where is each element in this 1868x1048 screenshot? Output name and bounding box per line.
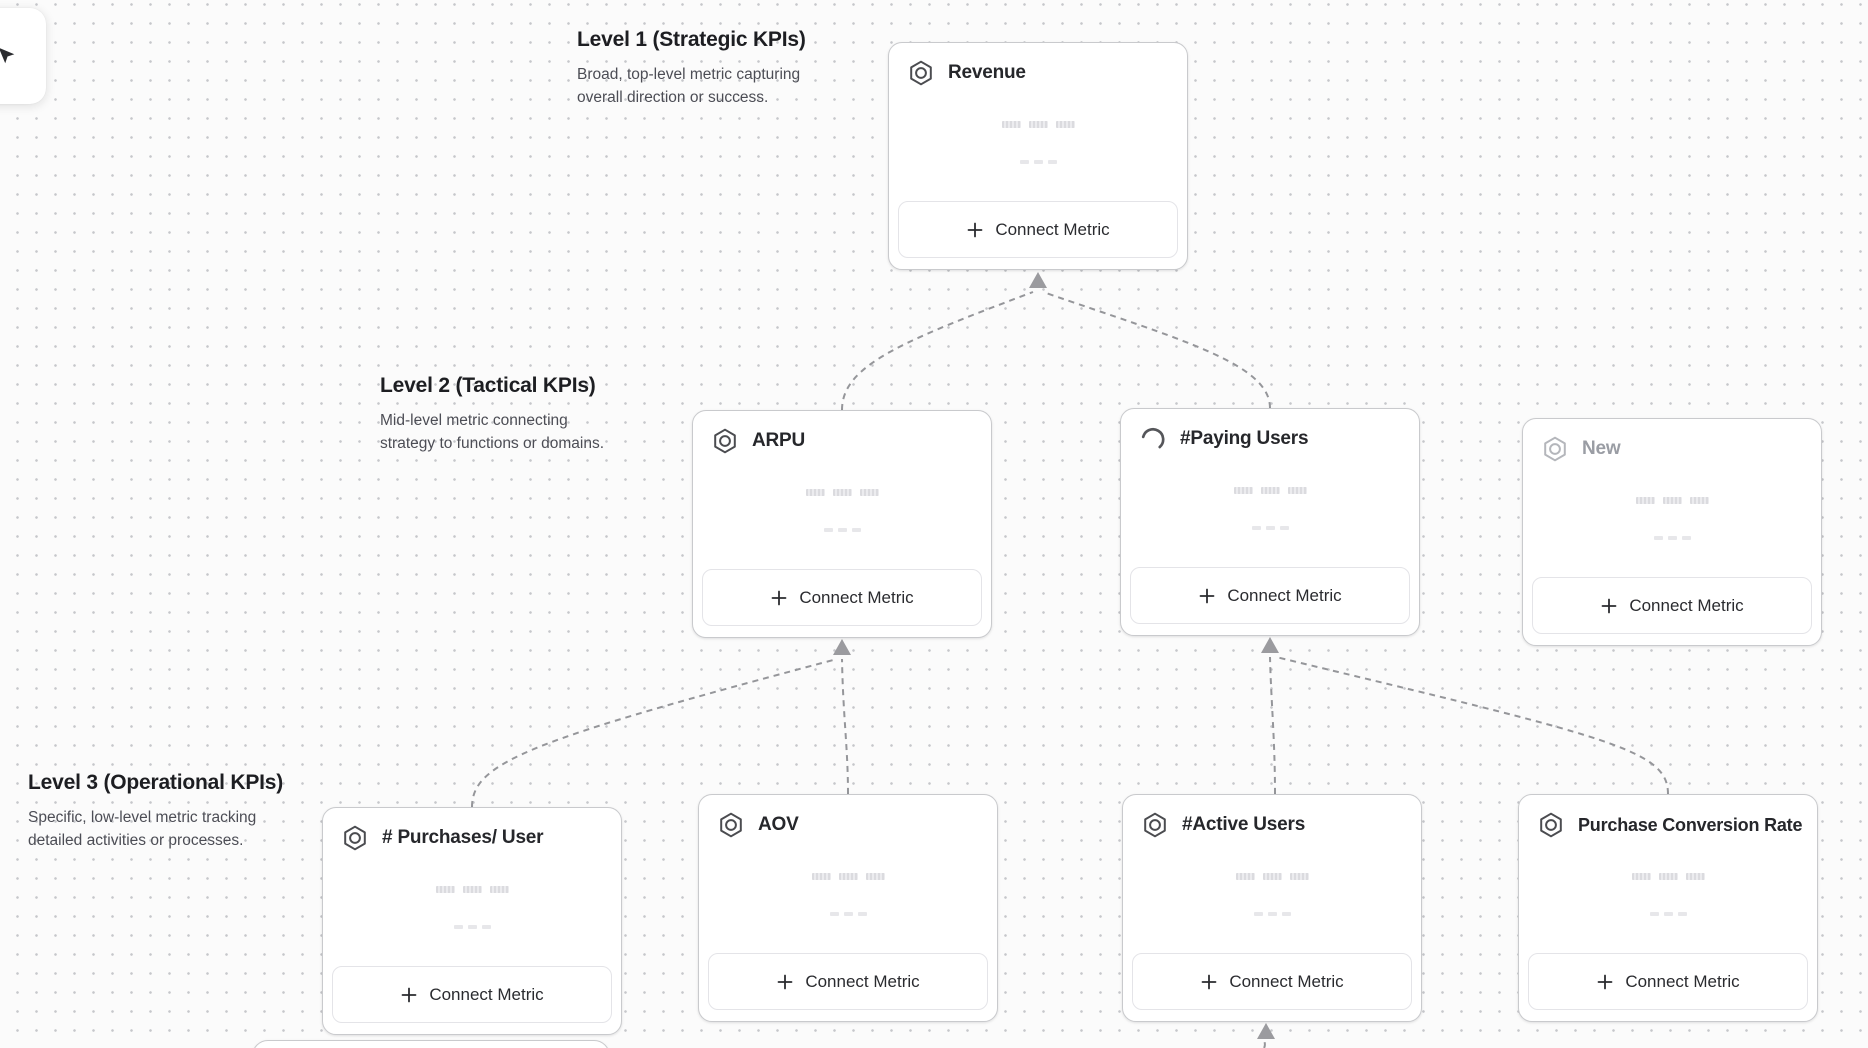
skeleton-row	[699, 873, 997, 880]
plus-icon	[776, 973, 794, 991]
hexagon-metric-icon	[1537, 811, 1565, 839]
hexagon-metric-icon	[1541, 435, 1569, 463]
connect-metric-button[interactable]: Connect Metric	[332, 966, 612, 1023]
metric-card-paying-users[interactable]: #Paying Users Connect Metric	[1120, 408, 1420, 636]
skeleton-row	[1523, 497, 1821, 504]
connector-payingusers-revenue	[1042, 291, 1271, 409]
card-header: Revenue	[889, 43, 1187, 87]
skeleton-row	[1123, 873, 1421, 880]
skeleton-row	[699, 912, 997, 916]
card-title: #Active Users	[1182, 814, 1306, 835]
connect-metric-label: Connect Metric	[1629, 595, 1744, 615]
hexagon-metric-icon	[711, 427, 739, 455]
connect-metric-label: Connect Metric	[995, 219, 1110, 239]
card-header: Purchase Conversion Rate	[1519, 795, 1817, 839]
connect-metric-button[interactable]: Connect Metric	[1532, 577, 1812, 634]
connect-metric-label: Connect Metric	[1227, 585, 1342, 605]
connector-offscreen-activeusers	[1263, 1039, 1266, 1048]
skeleton-row	[693, 528, 991, 532]
card-title: New	[1582, 438, 1621, 459]
connect-metric-button[interactable]: Connect Metric	[1528, 953, 1808, 1010]
connector-arpu-revenue	[841, 291, 1034, 411]
skeleton-row	[1123, 912, 1421, 916]
connect-metric-label: Connect Metric	[1625, 971, 1740, 991]
skeleton-row	[1519, 873, 1817, 880]
skeleton-row	[323, 925, 621, 929]
level-3-description: Specific, low-level metric tracking deta…	[28, 809, 257, 849]
skeleton-row	[1519, 912, 1817, 916]
hexagon-metric-icon	[717, 811, 745, 839]
level-3-title: Level 3 (Operational KPIs)	[28, 771, 284, 794]
card-title: AOV	[758, 814, 799, 835]
card-title: Revenue	[948, 62, 1026, 83]
card-header: AOV	[699, 795, 997, 839]
card-header: New	[1523, 419, 1821, 463]
metric-card-active-users[interactable]: #Active Users Connect Metric	[1122, 794, 1422, 1022]
metric-card-revenue[interactable]: Revenue Connect Metric	[888, 42, 1188, 270]
connect-metric-button[interactable]: Connect Metric	[898, 201, 1178, 258]
connector-aov-arpu	[841, 658, 849, 795]
hexagon-metric-icon	[1141, 811, 1169, 839]
card-header: #Active Users	[1123, 795, 1421, 839]
skeleton-row	[323, 886, 621, 893]
plus-icon	[1198, 587, 1216, 605]
hexagon-metric-icon	[907, 59, 935, 87]
metric-card-aov[interactable]: AOV Connect Metric	[698, 794, 998, 1022]
card-header: ARPU	[693, 411, 991, 455]
card-header: #Paying Users	[1121, 409, 1419, 453]
connect-metric-label: Connect Metric	[805, 971, 920, 991]
card-title: # Purchases/ User	[382, 827, 544, 848]
connector-pcr-payingusers	[1275, 656, 1669, 795]
card-title: ARPU	[752, 430, 806, 451]
skeleton-row	[693, 489, 991, 496]
skeleton-row	[1523, 536, 1821, 540]
arrowhead-payingusers	[1261, 637, 1279, 653]
connect-metric-button[interactable]: Connect Metric	[702, 569, 982, 626]
plus-icon	[966, 221, 984, 239]
plus-icon	[770, 589, 788, 607]
select-cursor-icon	[0, 45, 18, 67]
connector-activeusers-payingusers	[1269, 656, 1276, 795]
connector-purchases-arpu	[471, 658, 838, 808]
arrowhead-activeusers	[1257, 1023, 1275, 1039]
spinner-icon	[1139, 425, 1167, 453]
level-1-annotation: Level 1 (Strategic KPIs) Broad, top-leve…	[577, 28, 806, 109]
skeleton-row	[1121, 526, 1419, 530]
metric-card-arpu[interactable]: ARPU Connect Metric	[692, 410, 992, 638]
metric-card-purchase-conversion-rate[interactable]: Purchase Conversion Rate Connect Metric	[1518, 794, 1818, 1022]
skeleton-row	[889, 160, 1187, 164]
level-3-annotation: Level 3 (Operational KPIs) Specific, low…	[28, 771, 283, 852]
hexagon-metric-icon	[341, 824, 369, 852]
plus-icon	[400, 986, 418, 1004]
card-title: Purchase Conversion Rate	[1578, 814, 1803, 835]
level-1-title: Level 1 (Strategic KPIs)	[577, 28, 806, 51]
skeleton-row	[889, 121, 1187, 128]
plus-icon	[1596, 973, 1614, 991]
arrowhead-revenue	[1029, 272, 1047, 288]
connect-metric-label: Connect Metric	[799, 587, 914, 607]
level-2-title: Level 2 (Tactical KPIs)	[380, 374, 596, 397]
connect-metric-button[interactable]: Connect Metric	[1132, 953, 1412, 1010]
connect-metric-button[interactable]: Connect Metric	[1130, 567, 1410, 624]
connect-metric-button[interactable]: Connect Metric	[708, 953, 988, 1010]
connect-metric-label: Connect Metric	[429, 984, 544, 1004]
metric-card-purchases-per-user[interactable]: # Purchases/ User Connect Metric	[322, 807, 622, 1035]
card-title: #Paying Users	[1180, 428, 1309, 449]
connect-metric-label: Connect Metric	[1229, 971, 1344, 991]
card-header: # Purchases/ User	[323, 808, 621, 852]
metric-card-new[interactable]: New Connect Metric	[1522, 418, 1822, 646]
skeleton-row	[1121, 487, 1419, 494]
plus-icon	[1200, 973, 1218, 991]
metric-card-partial-offscreen[interactable]	[252, 1040, 610, 1048]
toolbar-panel[interactable]	[0, 8, 46, 104]
plus-icon	[1600, 597, 1618, 615]
level-2-description: Mid-level metric connecting strategy to …	[380, 412, 605, 452]
level-2-annotation: Level 2 (Tactical KPIs) Mid-level metric…	[380, 374, 604, 455]
arrowhead-arpu	[833, 639, 851, 655]
level-1-description: Broad, top-level metric capturing overal…	[577, 66, 801, 106]
